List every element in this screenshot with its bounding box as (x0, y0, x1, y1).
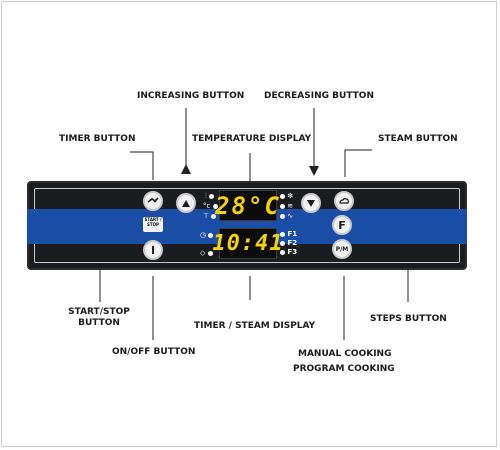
timer-indicator: ◷ (200, 231, 214, 239)
program-cooking-label: PROGRAM COOKING (293, 364, 395, 374)
celsius-icon: °c (203, 202, 211, 210)
clock-icon: ◷ (200, 231, 207, 239)
manual-program-button[interactable]: P/M (332, 239, 352, 259)
function-led-f2: F2 (280, 239, 297, 247)
led-dot (280, 231, 285, 237)
led-dot (208, 193, 214, 199)
fan-icon: ✻ (287, 192, 294, 200)
manual-cooking-label: MANUAL COOKING (298, 349, 392, 359)
start-stop-button[interactable]: START / STOP (143, 217, 163, 232)
on-off-button-label: ON/OFF BUTTON (112, 347, 196, 357)
decreasing-arrowhead (309, 166, 319, 176)
humidity-icon: ∿ (287, 212, 294, 220)
timer-steam-display: 10:41 (212, 228, 283, 259)
steam-leader (344, 149, 372, 177)
start-stop-text: START / STOP (144, 217, 162, 227)
timer-button-label: TIMER BUTTON (59, 134, 136, 144)
led-dot (280, 213, 285, 219)
decreasing-button[interactable] (301, 193, 321, 213)
timer-hand-icon (147, 197, 159, 203)
right-indicator-3: ∿ (280, 212, 293, 220)
mode-indicator-1: ⫶ (205, 192, 214, 200)
up-triangle-icon (182, 199, 190, 207)
led-dot (211, 213, 217, 219)
thermometer-icon: ⫶ (205, 192, 207, 200)
temperature-display: 28°C (215, 190, 279, 221)
start-stop-button-label: START/STOP BUTTON (68, 307, 130, 328)
led-dot (280, 193, 285, 199)
f2-label: F2 (287, 239, 298, 247)
f3-label: F3 (287, 248, 298, 256)
heat-icon: ≋ (287, 202, 294, 210)
on-off-button[interactable]: I (143, 240, 163, 260)
led-dot (280, 203, 285, 209)
increasing-arrowhead (181, 164, 191, 174)
f1-label: F1 (287, 230, 298, 238)
steam-cloud-icon (339, 197, 349, 204)
steps-symbol: F (338, 218, 346, 232)
decreasing-button-label: DECREASING BUTTON (264, 91, 374, 101)
increasing-button[interactable] (176, 193, 196, 213)
down-triangle-icon (307, 199, 315, 207)
probe-icon: ⊤ (203, 212, 210, 220)
steps-button-label: STEPS BUTTON (370, 314, 447, 324)
right-indicator-2: ≋ (280, 202, 293, 210)
timer-leader (130, 151, 154, 180)
led-dot (280, 240, 285, 246)
led-dot (207, 250, 213, 256)
temperature-display-label: TEMPERATURE DISPLAY (192, 134, 312, 144)
led-dot (212, 203, 218, 209)
mode-indicator-3: ⊤ (203, 212, 217, 220)
timer-value: 10:41 (212, 231, 284, 256)
steam-button-label: STEAM BUTTON (378, 134, 458, 144)
increasing-button-label: INCREASING BUTTON (137, 91, 245, 101)
right-indicator-1: ✻ (280, 192, 293, 200)
steam-indicator: ◇ (200, 249, 213, 257)
temperature-value: 28°C (215, 191, 281, 220)
led-dot (208, 232, 214, 238)
steam-button[interactable] (334, 191, 354, 211)
mode-indicator-2: °c (203, 202, 218, 210)
program-symbol: P/M (335, 245, 349, 253)
function-led-f3: F3 (280, 248, 297, 256)
steps-button[interactable]: F (332, 215, 352, 235)
led-dot (280, 249, 285, 255)
function-led-f1: F1 (280, 230, 297, 238)
steam-drop-icon: ◇ (200, 249, 206, 257)
timer-button[interactable] (143, 191, 163, 211)
timer-steam-display-label: TIMER / STEAM DISPLAY (194, 321, 316, 331)
on-off-symbol: I (150, 243, 156, 257)
